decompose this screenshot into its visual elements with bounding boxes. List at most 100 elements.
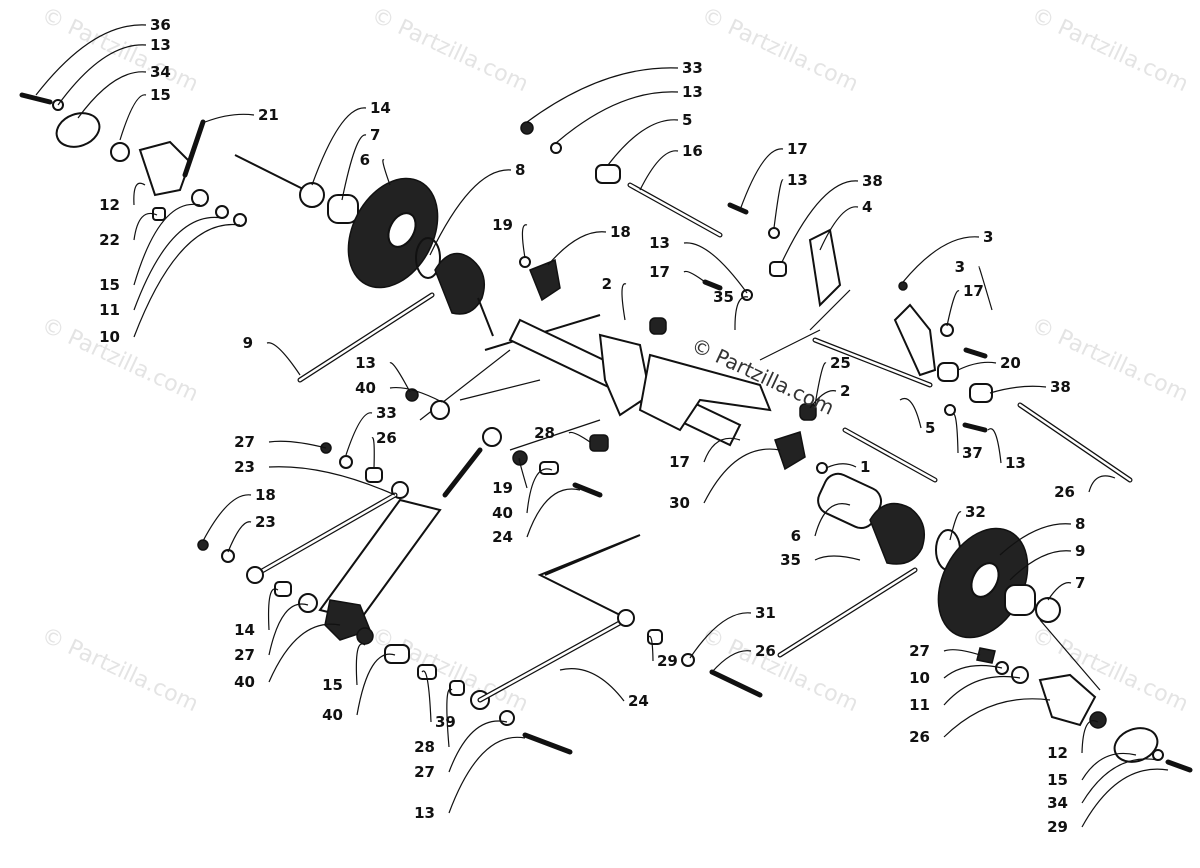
leader-line (521, 224, 528, 259)
part-callout-number: 22 (99, 231, 120, 249)
leader-line (341, 134, 367, 201)
leader-line (951, 413, 959, 454)
part-callout-number: 4 (862, 198, 872, 216)
leader-line (621, 283, 627, 321)
leader-line (547, 231, 607, 266)
part-callout-number: 26 (755, 642, 776, 660)
part-callout-number: 5 (925, 419, 935, 437)
part-callout-number: 34 (150, 63, 171, 81)
leader-line (266, 342, 301, 376)
leader-line (429, 169, 512, 256)
part-callout-number: 14 (234, 621, 255, 639)
watermark-text: © Partzilla.com (697, 3, 861, 97)
part-callout-number: 33 (376, 404, 397, 422)
part-callout-number: 31 (755, 604, 776, 622)
part-callout-number: 24 (492, 528, 513, 546)
leader-line (311, 107, 367, 186)
part-callout-number: 37 (962, 444, 983, 462)
part-callout-number: 11 (909, 696, 930, 714)
part-callout-number: 13 (414, 804, 435, 822)
leader-line (1009, 550, 1072, 581)
shock-assembly (197, 388, 763, 755)
part-callout-number: 8 (515, 161, 525, 179)
part-callout-number: 40 (322, 706, 343, 724)
watermark-text: © Partzilla.com (1027, 3, 1191, 97)
part-callout-number: 32 (965, 503, 986, 521)
leader-line (1088, 475, 1116, 493)
leader-line (446, 688, 453, 748)
part-callout-number: 21 (258, 106, 279, 124)
part-callout-number: 13 (682, 83, 703, 101)
leader-line (683, 242, 748, 294)
leader-line (703, 437, 741, 463)
leader-line (356, 653, 396, 716)
leader-line (607, 119, 679, 166)
part-callout-number: 20 (1000, 354, 1021, 372)
leader-line (133, 182, 146, 206)
leader-line (814, 362, 827, 406)
watermark-text: © Partzilla.com (697, 623, 861, 717)
leader-line (739, 148, 784, 211)
axis-guide-lines (234, 154, 1101, 691)
leader-line (683, 270, 706, 283)
part-callout-number: 27 (909, 642, 930, 660)
part-callout-number: 38 (862, 172, 883, 190)
part-callout-number: 40 (234, 673, 255, 691)
leader-line (1081, 758, 1159, 804)
part-callout-number: 14 (370, 99, 391, 117)
right-wheel-assembly (777, 472, 1061, 658)
leader-line (899, 398, 922, 429)
leader-line (781, 180, 859, 263)
leader-line (345, 412, 373, 456)
part-callout-number: 28 (414, 738, 435, 756)
leader-line (526, 488, 581, 538)
part-callout-number: 5 (682, 111, 692, 129)
leader-line (202, 494, 252, 542)
part-callout-number: 40 (355, 379, 376, 397)
leader-line (647, 635, 654, 662)
leader-line (448, 736, 526, 814)
leader-line (1047, 582, 1072, 601)
leader-line (943, 675, 1021, 706)
leader-line (518, 458, 528, 489)
leader-line (946, 290, 960, 327)
part-callout-number: 7 (1075, 574, 1085, 592)
part-callout-number: 34 (1047, 794, 1068, 812)
leader-line (382, 159, 391, 186)
leader-line (987, 428, 1002, 464)
watermark-text: © Partzilla.com (37, 313, 201, 407)
part-callout-number: 23 (234, 458, 255, 476)
part-callout-number: 2 (840, 382, 850, 400)
part-callout-number: 1 (860, 458, 870, 476)
part-callout-number: 17 (649, 263, 670, 281)
leader-line (1081, 768, 1169, 828)
part-callout-number: 15 (150, 86, 171, 104)
leader-line (268, 466, 396, 496)
part-callout-number: 6 (360, 151, 370, 169)
part-callout-number: 9 (243, 334, 253, 352)
watermark-text: © Partzilla.com (37, 623, 201, 717)
leader-line (949, 511, 962, 541)
part-callout-number: 24 (628, 692, 649, 710)
leader-line (1081, 720, 1099, 754)
leader-line (703, 448, 781, 504)
part-callout-number: 23 (255, 513, 276, 531)
leader-line (421, 670, 432, 723)
watermark-text: © Partzilla.com (367, 623, 531, 717)
leader-line (943, 649, 981, 656)
part-callout-number: 13 (649, 234, 670, 252)
leader-line (133, 212, 158, 241)
leader-line (267, 588, 279, 631)
part-callout-number: 26 (1054, 483, 1075, 501)
part-callout-number: 27 (234, 433, 255, 451)
leader-line (35, 24, 147, 96)
center-crossbar-assembly (508, 256, 828, 474)
part-callout-number: 40 (492, 504, 513, 522)
leader-line (389, 362, 411, 393)
leader-line (1081, 752, 1137, 781)
part-callout-number: 16 (682, 142, 703, 160)
leader-line (711, 650, 752, 673)
part-callout-number: 9 (1075, 542, 1085, 560)
